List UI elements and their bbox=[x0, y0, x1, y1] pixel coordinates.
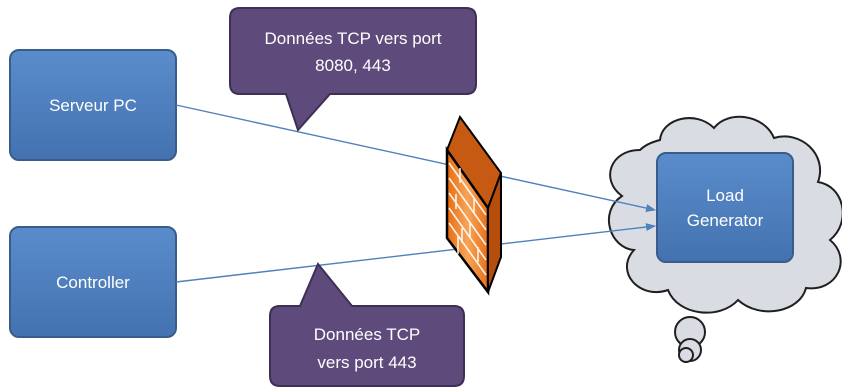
server-pc-node: Serveur PC bbox=[9, 49, 177, 161]
callout-bottom-line1: Données TCP bbox=[314, 325, 420, 344]
callout-top: Données TCP vers port 8080, 443 bbox=[229, 7, 477, 132]
callout-bottom: Données TCP vers port 443 bbox=[269, 262, 465, 387]
controller-label: Controller bbox=[56, 273, 130, 292]
arrow-controller-to-load-generator bbox=[175, 223, 656, 283]
load-generator-node: Load Generator bbox=[656, 152, 794, 263]
callout-bottom-line2: vers port 443 bbox=[317, 353, 416, 372]
controller-node: Controller bbox=[9, 226, 177, 338]
arrow-server-to-load-generator bbox=[175, 104, 656, 212]
callout-top-line1: Données TCP vers port bbox=[264, 29, 441, 48]
server-pc-label: Serveur PC bbox=[49, 96, 137, 115]
firewall-icon bbox=[445, 114, 503, 296]
callout-top-line2: 8080, 443 bbox=[315, 56, 391, 75]
load-generator-label-line1: Load bbox=[706, 186, 744, 205]
load-generator-label-line2: Generator bbox=[687, 211, 764, 230]
